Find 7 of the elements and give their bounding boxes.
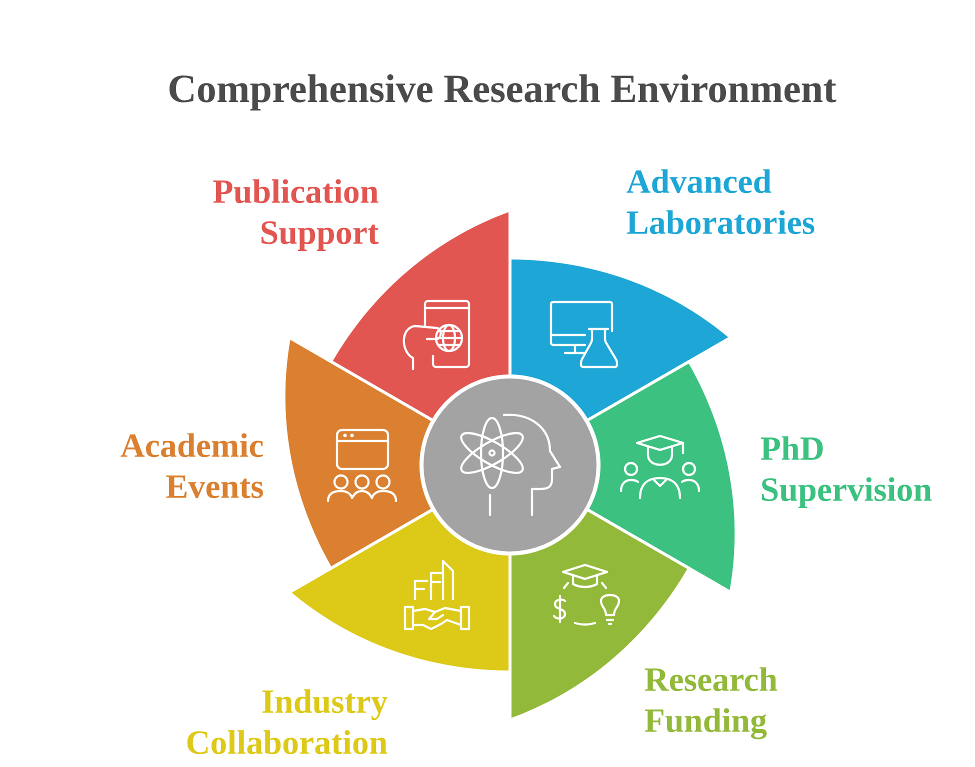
- segment-label: PhD Supervision: [760, 436, 932, 508]
- segment-label: Advanced Laboratories: [626, 169, 814, 234]
- title: Comprehensive Research Environment: [170, 74, 836, 110]
- segment-label: Industry Collaboration: [187, 689, 388, 754]
- segment-label: Research Funding: [644, 667, 778, 740]
- segment-label: Academic Events: [120, 433, 263, 498]
- segment-label: Publication Support: [213, 179, 379, 252]
